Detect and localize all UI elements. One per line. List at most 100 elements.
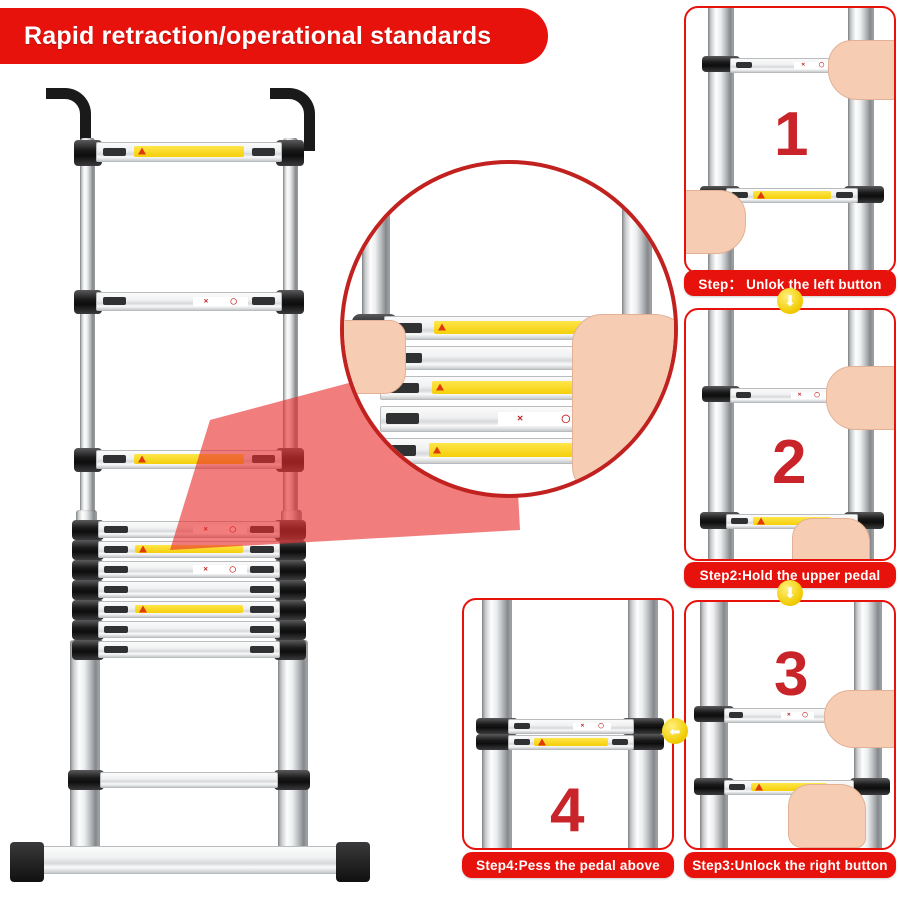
hand-left: [686, 190, 746, 254]
step-number-2: 2: [772, 428, 807, 497]
rung-warning-label: [135, 544, 243, 554]
ladder-rung: ✕ ◯: [730, 58, 854, 73]
arrow-down-icon: ⬇: [777, 288, 803, 314]
hand-right: [824, 690, 894, 748]
rung-collar: [274, 540, 306, 560]
ladder-rung: [98, 581, 280, 598]
rung-tab: [250, 565, 274, 573]
arrow-left-icon: ⬅: [662, 718, 688, 744]
ladder-hook-right: [270, 88, 315, 151]
ladder-rung: [98, 621, 280, 638]
base-foot-right: [336, 842, 370, 882]
rung-tab: [386, 413, 420, 425]
rung-warning-label: [533, 738, 609, 746]
step-number-3: 3: [774, 640, 809, 709]
panel-rail-left: [700, 602, 728, 848]
rung-collar: [72, 580, 104, 600]
rung-lock-indicator: ✕ ◯: [791, 391, 827, 400]
ladder-rung: [726, 188, 858, 203]
step-caption-4: Step4:Pess the pedal above: [462, 852, 674, 878]
main-ladder-illustration: ✕ ◯ ✕ ◯: [0, 80, 370, 900]
rung-tab: [104, 525, 128, 533]
rung-collar: [274, 620, 306, 640]
ladder-hook-left: [46, 88, 91, 151]
unlocked-mark: ✕: [203, 298, 209, 305]
arrow-down-icon: ⬇: [777, 580, 803, 606]
rung-tab: [102, 455, 127, 464]
rung-tab: [104, 625, 128, 633]
ladder-rung: ✕ ◯: [508, 719, 634, 734]
ladder-rung: [508, 735, 634, 750]
ladder-base-bar: [28, 846, 350, 874]
rung-warning-label: [133, 146, 245, 157]
hand-bottom: [788, 784, 866, 848]
rung-tab: [102, 147, 127, 156]
rung-collar: [72, 600, 104, 620]
step-number-1: 1: [774, 100, 809, 169]
hand-bottom: [792, 518, 870, 559]
rung-collar: [850, 778, 890, 795]
unlocked-mark: ✕: [580, 723, 585, 730]
rung-warning-label: [133, 454, 245, 464]
rung-tab: [102, 297, 127, 306]
rung-lock-indicator: ✕ ◯: [781, 711, 814, 720]
step-panel-1[interactable]: ✕ ◯ 1: [684, 6, 896, 274]
rung-lock-indicator: ✕ ◯: [794, 61, 832, 70]
rung-warning-label: [753, 517, 831, 525]
rung-tab: [250, 585, 274, 593]
rung-collar: [68, 770, 104, 790]
locked-mark: ◯: [802, 712, 808, 719]
rung-warning-label: [428, 443, 584, 458]
page-title: Rapid retraction/operational standards: [24, 21, 492, 50]
rung-tab: [513, 739, 531, 746]
rung-tab: [250, 645, 274, 653]
unlocked-mark: ✕: [516, 414, 524, 424]
step-panel-2[interactable]: ✕ ◯ 2: [684, 308, 896, 561]
page-title-banner: Rapid retraction/operational standards: [0, 8, 548, 64]
rung-collar: [72, 640, 104, 660]
rung-tab: [104, 645, 128, 653]
unlocked-mark: ✕: [797, 392, 802, 399]
rung-tab: [389, 322, 422, 333]
ladder-rung: [98, 641, 280, 658]
rung-tab: [250, 545, 274, 553]
rung-collar: [274, 640, 306, 660]
rung-collar: [274, 770, 310, 790]
rung-warning-label: [431, 380, 585, 394]
rung-warning-label: [135, 604, 243, 614]
rung-tab: [104, 585, 128, 593]
ladder-rung: ✕ ◯: [730, 388, 848, 403]
rung-collar: [274, 600, 306, 620]
rung-warning-label: [750, 783, 828, 791]
rung-lock-indicator: ✕ ◯: [192, 296, 248, 307]
rung-tab: [735, 392, 751, 399]
rung-tab: [382, 445, 416, 457]
rung-collar: [72, 540, 104, 560]
rung-collar: [72, 520, 104, 540]
ladder-rail-left-bottom: [70, 640, 100, 855]
ladder-rung: ✕ ◯: [98, 561, 280, 578]
step-number-4: 4: [550, 776, 585, 845]
locked-mark: ◯: [814, 392, 820, 399]
rung-tab: [386, 382, 420, 393]
rung-tab: [730, 518, 748, 525]
rung-lock-indicator: ✕ ◯: [192, 565, 247, 574]
ladder-rail-right-bottom: [278, 640, 308, 855]
rung-lock-indicator: ✕ ◯: [573, 722, 611, 731]
hand-left: [344, 320, 406, 394]
ladder-rung: ✕ ◯: [96, 292, 282, 311]
unlocked-mark: ✕: [786, 712, 791, 719]
detail-magnifier: ✕ ◯: [340, 160, 678, 498]
step-panel-4[interactable]: ✕ ◯ 4: [462, 598, 674, 850]
step-panel-3[interactable]: ✕ ◯ 3: [684, 600, 896, 850]
locked-mark: ◯: [561, 414, 571, 424]
rung-tab: [104, 565, 128, 573]
base-foot-left: [10, 842, 44, 882]
rung-tab: [251, 147, 276, 156]
rung-tab: [251, 297, 276, 306]
locked-mark: ◯: [598, 723, 604, 730]
hand-right: [572, 314, 674, 494]
rung-tab: [729, 712, 744, 719]
rung-collar: [274, 560, 306, 580]
hand-right: [826, 366, 894, 430]
